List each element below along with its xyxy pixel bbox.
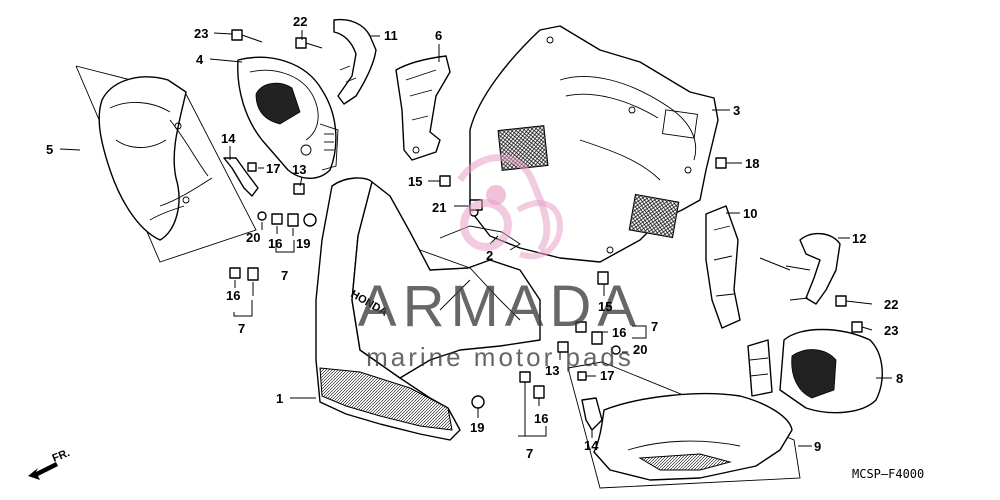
callout-12: 12: [852, 231, 866, 246]
part-9-right-lower-cover: [567, 361, 801, 489]
callout-14: 14: [221, 131, 236, 146]
callout-4: 4: [196, 52, 204, 67]
callout-14: 14: [584, 438, 599, 453]
callout-16: 16: [612, 325, 626, 340]
part-5-left-outer-cover: [75, 65, 257, 263]
callout-13: 13: [545, 363, 559, 378]
callout-3: 3: [733, 103, 740, 118]
callout-20: 20: [246, 230, 260, 245]
bolt-22-top: [295, 37, 323, 49]
callout-1: 1: [276, 391, 283, 406]
callout-22: 22: [293, 14, 307, 29]
callout-8: 8: [896, 371, 903, 386]
callout-18: 18: [745, 156, 759, 171]
callout-15: 15: [598, 299, 612, 314]
diagram-code: MCSP—F4000: [852, 467, 924, 481]
callout-17: 17: [600, 368, 614, 383]
callout-7: 7: [526, 446, 533, 461]
callout-7: 7: [238, 321, 245, 336]
callout-23: 23: [194, 26, 208, 41]
leader-lines: [59, 30, 892, 447]
watermark-tagline: marine motor pads: [366, 342, 634, 372]
part-4-left-housing: [237, 56, 339, 179]
callout-16: 16: [268, 236, 282, 251]
callout-6: 6: [435, 28, 442, 43]
callout-10: 10: [743, 206, 757, 221]
part-12-right-bracket: [785, 233, 841, 305]
callout-7: 7: [651, 319, 658, 334]
callout-21: 21: [432, 200, 446, 215]
part-1-front-cowl: HONDA: [315, 177, 541, 441]
part-6-inner-panel: [395, 55, 451, 161]
callout-16: 16: [534, 411, 548, 426]
callout-11: 11: [384, 28, 398, 43]
callout-19: 19: [296, 236, 310, 251]
watermark-brand: ARMADA: [358, 274, 642, 339]
callout-23: 23: [884, 323, 898, 338]
front-label: FR.: [51, 447, 72, 465]
watermark-logo: [457, 154, 564, 260]
callout-17: 17: [266, 161, 280, 176]
part-10-right-strip: [705, 205, 741, 329]
callout-labels: 23 22 11 4 6 5 14 17 13 15 21 20 16 19 7…: [46, 14, 903, 461]
callout-13: 13: [292, 162, 306, 177]
callout-2: 2: [486, 248, 493, 263]
small-hardware: [223, 157, 873, 431]
callout-16: 16: [226, 288, 240, 303]
part-8-right-housing: [747, 328, 883, 414]
callout-9: 9: [814, 439, 821, 454]
front-direction-arrow: FR.: [28, 447, 72, 480]
callout-7: 7: [281, 268, 288, 283]
callout-5: 5: [46, 142, 53, 157]
callout-20: 20: [633, 342, 647, 357]
bolt-23-top: [231, 29, 263, 43]
callout-22: 22: [884, 297, 898, 312]
part-11-bracket: [333, 18, 377, 105]
callout-15: 15: [408, 174, 422, 189]
callout-19: 19: [470, 420, 484, 435]
